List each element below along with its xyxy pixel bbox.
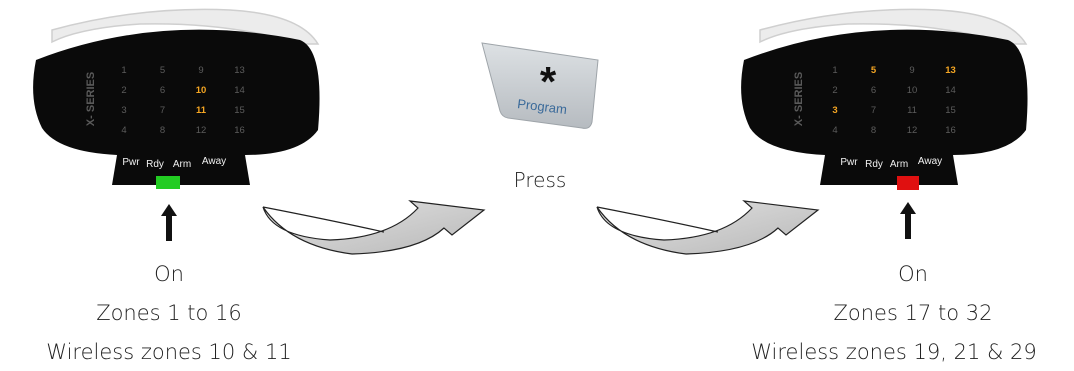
zone-1-label: 1	[121, 65, 126, 76]
up-arrow-icon	[900, 202, 916, 239]
keypad-body	[33, 29, 320, 186]
program-key-label: Program	[517, 96, 568, 117]
indicator-labels: Pwr Rdy Arm Away	[122, 156, 226, 170]
zone-5-label: 5	[871, 65, 877, 76]
zone-14-label: 14	[945, 85, 956, 96]
zone-7-label: 7	[160, 105, 165, 116]
indicator-pwr-label: Pwr	[840, 157, 858, 168]
indicator-away-label: Away	[918, 156, 942, 167]
zone-4-label: 4	[832, 125, 837, 136]
zone-12-label: 12	[907, 125, 918, 136]
right-wireless-caption: Wireless zones 19, 21 & 29	[751, 340, 1037, 364]
zone-4-label: 4	[121, 125, 126, 136]
zone-1-label: 1	[832, 65, 837, 76]
zone-13-label: 13	[234, 65, 245, 76]
zone-6-label: 6	[871, 85, 876, 96]
curved-arrow-icon	[596, 200, 820, 255]
keypad-top-cap	[759, 8, 1028, 45]
indicator-labels: Pwr Rdy Arm Away	[840, 156, 942, 170]
zone-2-label: 2	[121, 85, 126, 96]
asterisk-icon: *	[540, 58, 557, 105]
left-state-caption: On	[154, 262, 184, 286]
indicator-away-label: Away	[202, 156, 226, 167]
zone-7-label: 7	[871, 105, 876, 116]
zone-8-label: 8	[160, 125, 165, 136]
zone-11-label: 11	[196, 105, 207, 116]
right-state-caption: On	[898, 262, 928, 286]
left-wireless-caption: Wireless zones 10 & 11	[46, 340, 292, 364]
press-label: Press	[513, 168, 567, 192]
zone-9-label: 9	[909, 65, 914, 76]
zone-13-label: 13	[945, 65, 956, 76]
zone-15-label: 15	[945, 105, 956, 116]
zone-16-label: 16	[234, 125, 245, 136]
keypad-brand: X- SERIES	[793, 72, 805, 126]
zone-5-label: 5	[160, 65, 165, 76]
curved-arrow-icon	[262, 200, 486, 255]
indicator-rdy-label: Rdy	[865, 159, 883, 170]
zone-11-label: 11	[907, 105, 917, 116]
zone-2-label: 2	[832, 85, 837, 96]
zone-6-label: 6	[160, 85, 165, 96]
program-key-shape[interactable]	[481, 42, 599, 129]
program-key[interactable]: * Program	[481, 42, 599, 129]
zone-16-label: 16	[945, 125, 956, 136]
indicator-arm-label: Arm	[890, 159, 908, 170]
keypad-body	[741, 29, 1028, 186]
rdy-led	[156, 176, 180, 189]
zone-10-label: 10	[196, 85, 207, 96]
arm-led	[897, 176, 919, 190]
zone-12-label: 12	[196, 125, 207, 136]
keypad-brand: X- SERIES	[85, 72, 97, 126]
indicator-pwr-label: Pwr	[122, 157, 140, 168]
zone-15-label: 15	[234, 105, 245, 116]
zone-3-label: 3	[121, 105, 126, 116]
zone-8-label: 8	[871, 125, 876, 136]
indicator-arm-label: Arm	[173, 159, 191, 170]
zone-10-label: 10	[907, 85, 918, 96]
keypad-top-cap	[51, 8, 320, 45]
right-zones-caption: Zones 17 to 32	[833, 301, 993, 325]
zone-14-label: 14	[234, 85, 245, 96]
zone-3-label: 3	[832, 105, 837, 116]
indicator-rdy-label: Rdy	[146, 159, 164, 170]
left-zones-caption: Zones 1 to 16	[96, 301, 242, 325]
up-arrow-icon	[161, 204, 177, 241]
zone-9-label: 9	[198, 65, 203, 76]
